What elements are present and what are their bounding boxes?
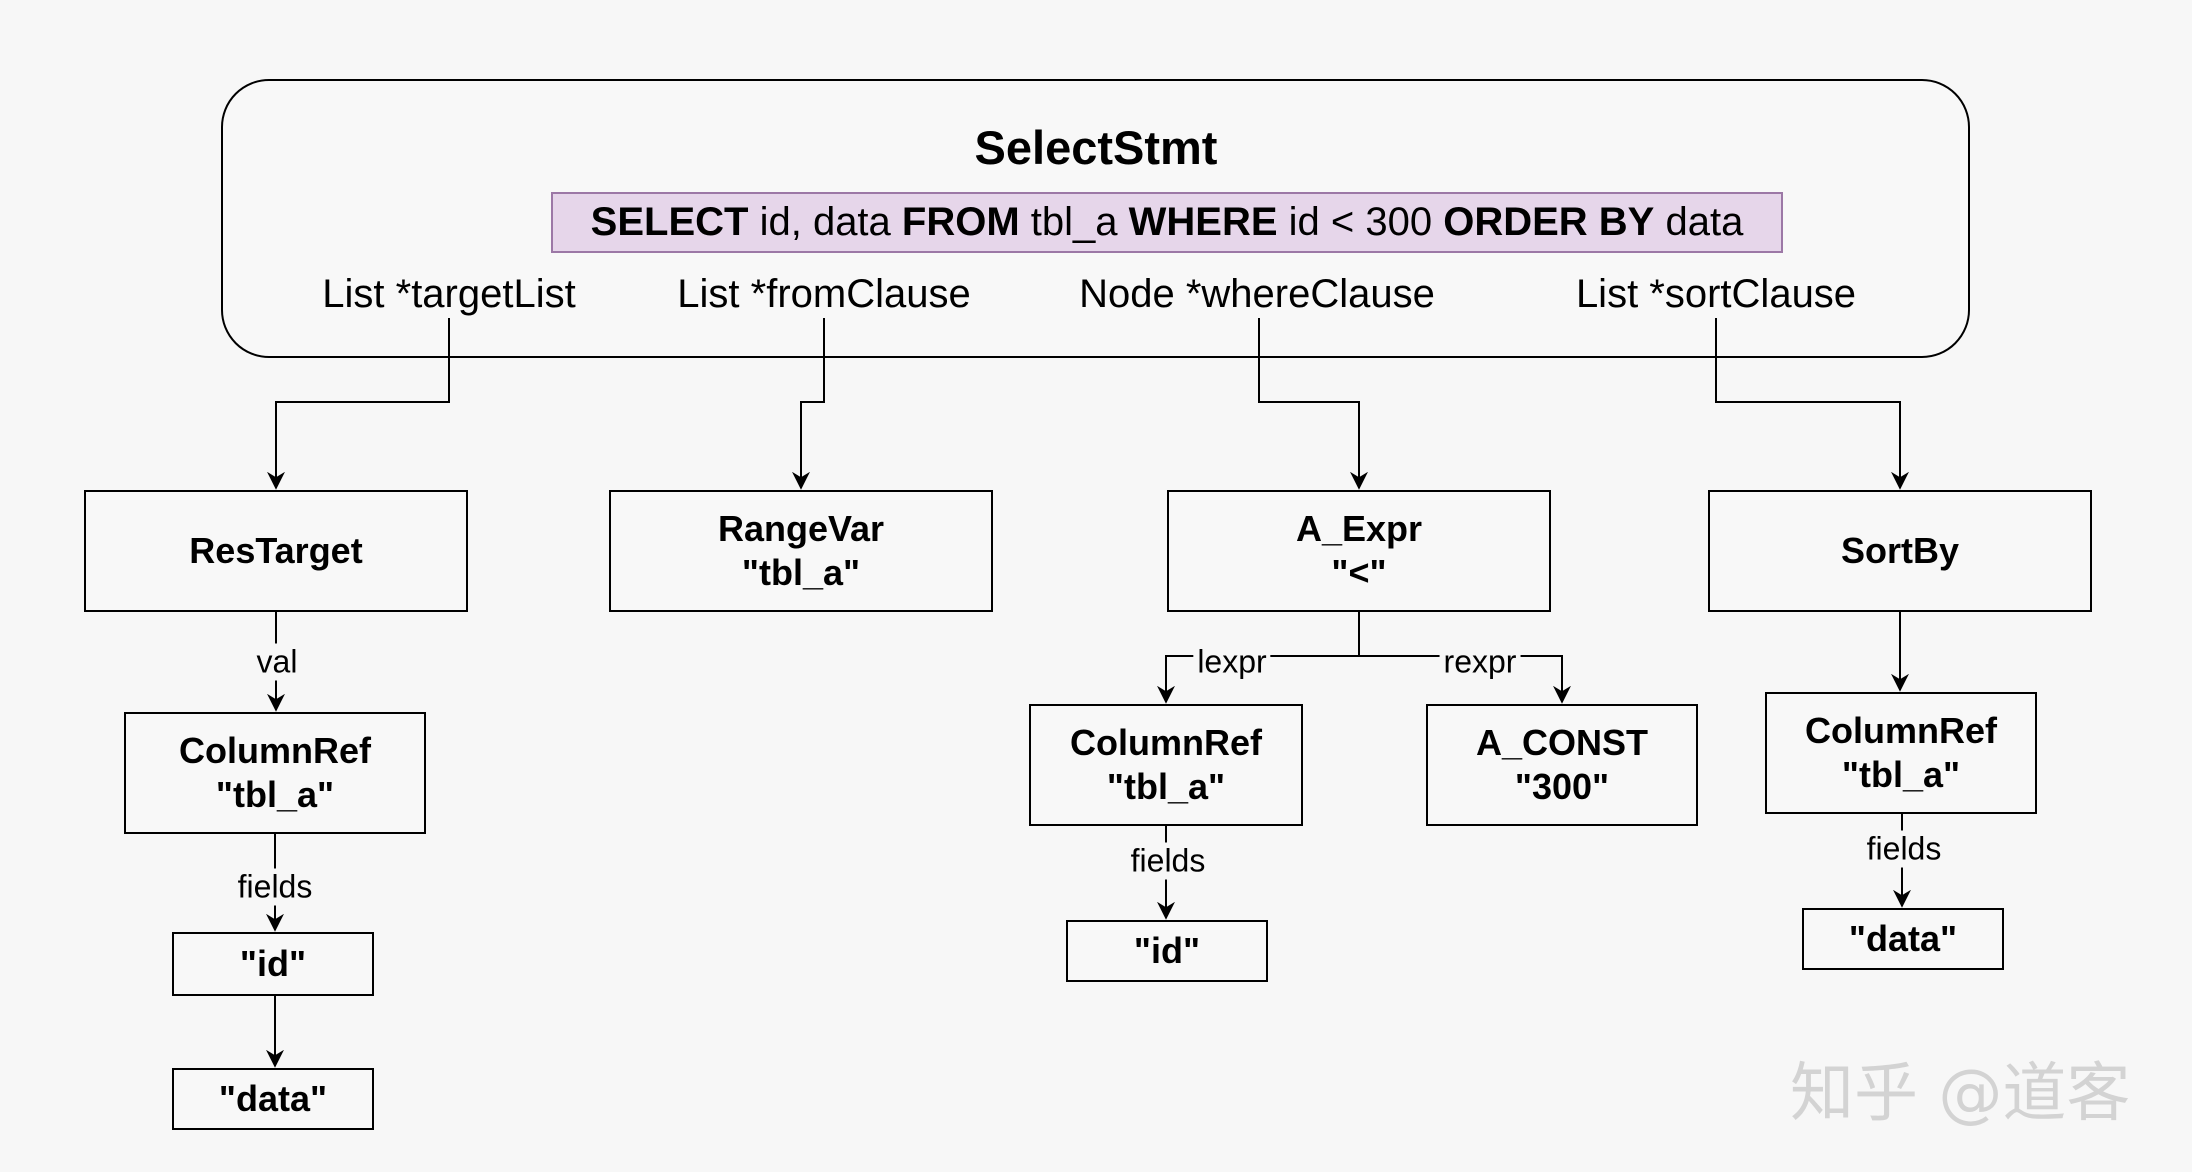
edge-sort-clause [1715,318,1909,490]
edge-label-fields-sort: fields [1862,830,1946,868]
node-res-target-label: ResTarget [189,530,363,571]
edge-rexpr [1359,655,1571,704]
node-a-const-value: "300" [1514,766,1610,807]
node-sort-by: SortBy [1708,490,2092,612]
node-a-const: A_CONST "300" [1426,704,1698,826]
edge-from-clause [792,318,825,490]
field-where-clause: Node *whereClause [1079,272,1435,316]
node-range-var: RangeVar "tbl_a" [609,490,993,612]
node-sort-by-label: SortBy [1840,530,1960,571]
node-a-expr: A_Expr "<" [1167,490,1551,612]
sql-text: id < 300 [1277,200,1444,244]
node-where-id: "id" [1066,920,1268,982]
edge-target-list [267,318,450,490]
sql-keyword: FROM [901,200,1020,244]
node-a-const-type: A_CONST [1475,722,1649,763]
edge-label-val: val [252,643,302,681]
edge-label-lexpr: lexpr [1193,643,1271,681]
node-range-var-value: "tbl_a" [741,552,861,593]
node-target-data-label: "data" [218,1078,328,1119]
node-target-id: "id" [172,932,374,996]
field-sort-clause: List *sortClause [1575,272,1857,316]
node-where-id-label: "id" [1133,930,1201,971]
field-target-list: List *targetList [322,272,576,316]
watermark: 知乎 @道客 [1790,1057,2131,1131]
node-column-ref-target-value: "tbl_a" [215,774,335,815]
node-res-target: ResTarget [84,490,468,612]
sql-text: data [1654,200,1744,244]
sql-keyword: SELECT [590,200,749,244]
node-target-id-label: "id" [239,943,307,984]
edge-label-rexpr: rexpr [1439,643,1521,681]
edge-label-fields-target: fields [233,868,317,906]
node-column-ref-target-type: ColumnRef [179,730,371,771]
sql-keyword: WHERE [1128,200,1278,244]
node-a-expr-type: A_Expr [1295,508,1423,549]
edge-label-fields-where: fields [1126,842,1210,880]
sql-text: tbl_a [1019,200,1129,244]
sql-text: id, data [748,200,902,244]
node-column-ref-target: ColumnRef "tbl_a" [124,712,426,834]
node-column-ref-where-value: "tbl_a" [1106,766,1226,807]
node-column-ref-sort-type: ColumnRef [1805,710,1997,751]
node-column-ref-where: ColumnRef "tbl_a" [1029,704,1303,826]
node-sort-data-label: "data" [1848,918,1958,959]
node-range-var-type: RangeVar [717,508,885,549]
node-column-ref-where-type: ColumnRef [1070,722,1262,763]
select-stmt-title: SelectStmt [974,121,1218,174]
node-a-expr-value: "<" [1331,552,1387,593]
node-column-ref-sort-value: "tbl_a" [1841,754,1961,795]
edge-where-clause [1258,318,1368,490]
node-target-data: "data" [172,1068,374,1130]
node-sort-data: "data" [1802,908,2004,970]
sql-query: SELECT id, data FROM tbl_a WHERE id < 30… [551,192,1783,253]
field-from-clause: List *fromClause [677,272,971,316]
node-column-ref-sort: ColumnRef "tbl_a" [1765,692,2037,814]
sql-keyword: ORDER BY [1443,200,1655,244]
